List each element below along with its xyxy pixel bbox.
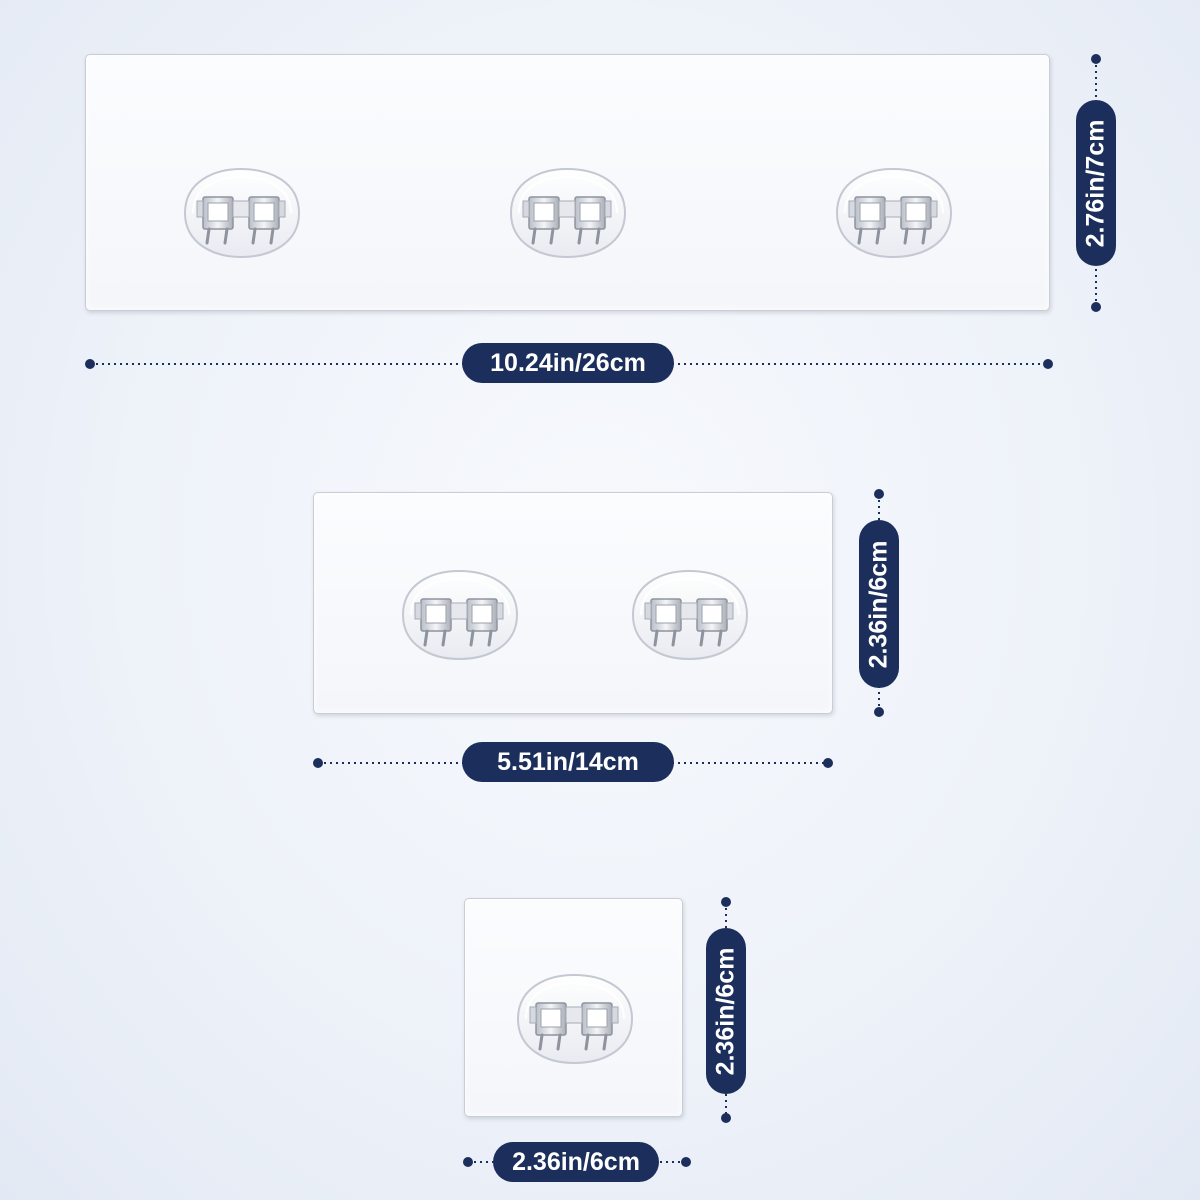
hook-icon — [501, 165, 633, 266]
medium-height-badge: 2.36in/6cm — [859, 520, 899, 688]
dimension-endpoint — [681, 1157, 691, 1167]
dimension-endpoint — [1091, 302, 1101, 312]
dimension-endpoint — [823, 758, 833, 768]
hook-icon — [175, 165, 307, 266]
hook-icon — [623, 567, 755, 668]
small-height-badge: 2.36in/6cm — [706, 928, 746, 1094]
dimension-endpoint — [874, 707, 884, 717]
medium-width-badge: 5.51in/14cm — [462, 742, 674, 782]
small-width-badge: 2.36in/6cm — [493, 1142, 659, 1182]
medium-plate — [313, 492, 833, 714]
dimension-endpoint — [85, 359, 95, 369]
dimension-endpoint — [721, 897, 731, 907]
hook-icon — [827, 165, 959, 266]
medium-height-label: 2.36in/6cm — [864, 540, 893, 668]
dimension-endpoint — [721, 1113, 731, 1123]
small-plate — [464, 898, 683, 1117]
large-width-badge: 10.24in/26cm — [462, 343, 674, 383]
dimension-endpoint — [1091, 54, 1101, 64]
large-plate — [85, 54, 1050, 311]
dimension-endpoint — [463, 1157, 473, 1167]
dimension-endpoint — [1043, 359, 1053, 369]
dimension-endpoint — [874, 489, 884, 499]
hook-icon — [393, 567, 525, 668]
large-height-badge: 2.76in/7cm — [1076, 100, 1116, 266]
small-height-label: 2.36in/6cm — [711, 947, 740, 1075]
hook-icon — [508, 971, 640, 1072]
large-height-label: 2.76in/7cm — [1081, 119, 1110, 247]
dimension-endpoint — [313, 758, 323, 768]
